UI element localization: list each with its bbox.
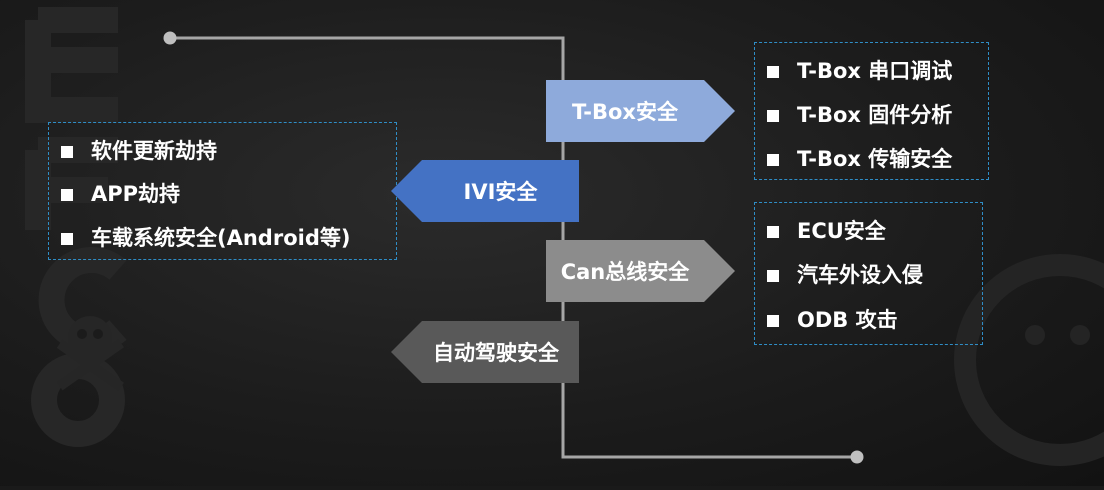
tbox-items-box: T-Box 串口调试 T-Box 固件分析 T-Box 传输安全 bbox=[754, 42, 989, 180]
tbox-security-label: T-Box安全 bbox=[572, 100, 678, 124]
bullet-icon bbox=[767, 109, 779, 122]
bullet-icon bbox=[767, 314, 779, 327]
can-bus-security-label: Can总线安全 bbox=[560, 260, 690, 284]
left-arrow-shape bbox=[391, 160, 579, 222]
bullet-icon bbox=[767, 269, 779, 282]
right-arrow-shape bbox=[546, 80, 735, 142]
timeline-end-dot bbox=[850, 450, 864, 464]
left-arrow-shape bbox=[391, 321, 579, 383]
can-item: ODB 攻击 bbox=[767, 310, 898, 331]
ivi-security-node: IVI安全 bbox=[391, 160, 579, 222]
tbox-item: T-Box 传输安全 bbox=[767, 149, 952, 170]
autonomous-driving-security-label: 自动驾驶安全 bbox=[433, 341, 559, 365]
can-bus-security-node: Can总线安全 bbox=[546, 240, 735, 302]
right-arrow-shape bbox=[546, 240, 735, 302]
can-item: ECU安全 bbox=[767, 221, 886, 242]
ivi-item: APP劫持 bbox=[61, 184, 180, 205]
ivi-item: 车载系统安全(Android等) bbox=[61, 228, 350, 249]
ivi-items-box: 软件更新劫持 APP劫持 车载系统安全(Android等) bbox=[48, 122, 397, 260]
bullet-icon bbox=[61, 145, 73, 158]
background-decoration-right bbox=[940, 230, 1104, 486]
timeline-start-dot bbox=[163, 31, 177, 45]
can-items-box: ECU安全 汽车外设入侵 ODB 攻击 bbox=[754, 202, 983, 345]
tbox-item: T-Box 固件分析 bbox=[767, 105, 952, 126]
tbox-item: T-Box 串口调试 bbox=[767, 61, 952, 82]
can-item: 汽车外设入侵 bbox=[767, 265, 923, 286]
bullet-icon bbox=[767, 153, 779, 166]
ivi-security-label: IVI安全 bbox=[463, 180, 538, 204]
bullet-icon bbox=[767, 225, 779, 238]
background-decoration-left bbox=[18, 0, 138, 486]
autonomous-driving-security-node: 自动驾驶安全 bbox=[391, 321, 579, 383]
bullet-icon bbox=[61, 232, 73, 245]
tbox-security-node: T-Box安全 bbox=[546, 80, 735, 142]
ivi-item: 软件更新劫持 bbox=[61, 141, 217, 162]
bullet-icon bbox=[61, 188, 73, 201]
bullet-icon bbox=[767, 65, 779, 78]
